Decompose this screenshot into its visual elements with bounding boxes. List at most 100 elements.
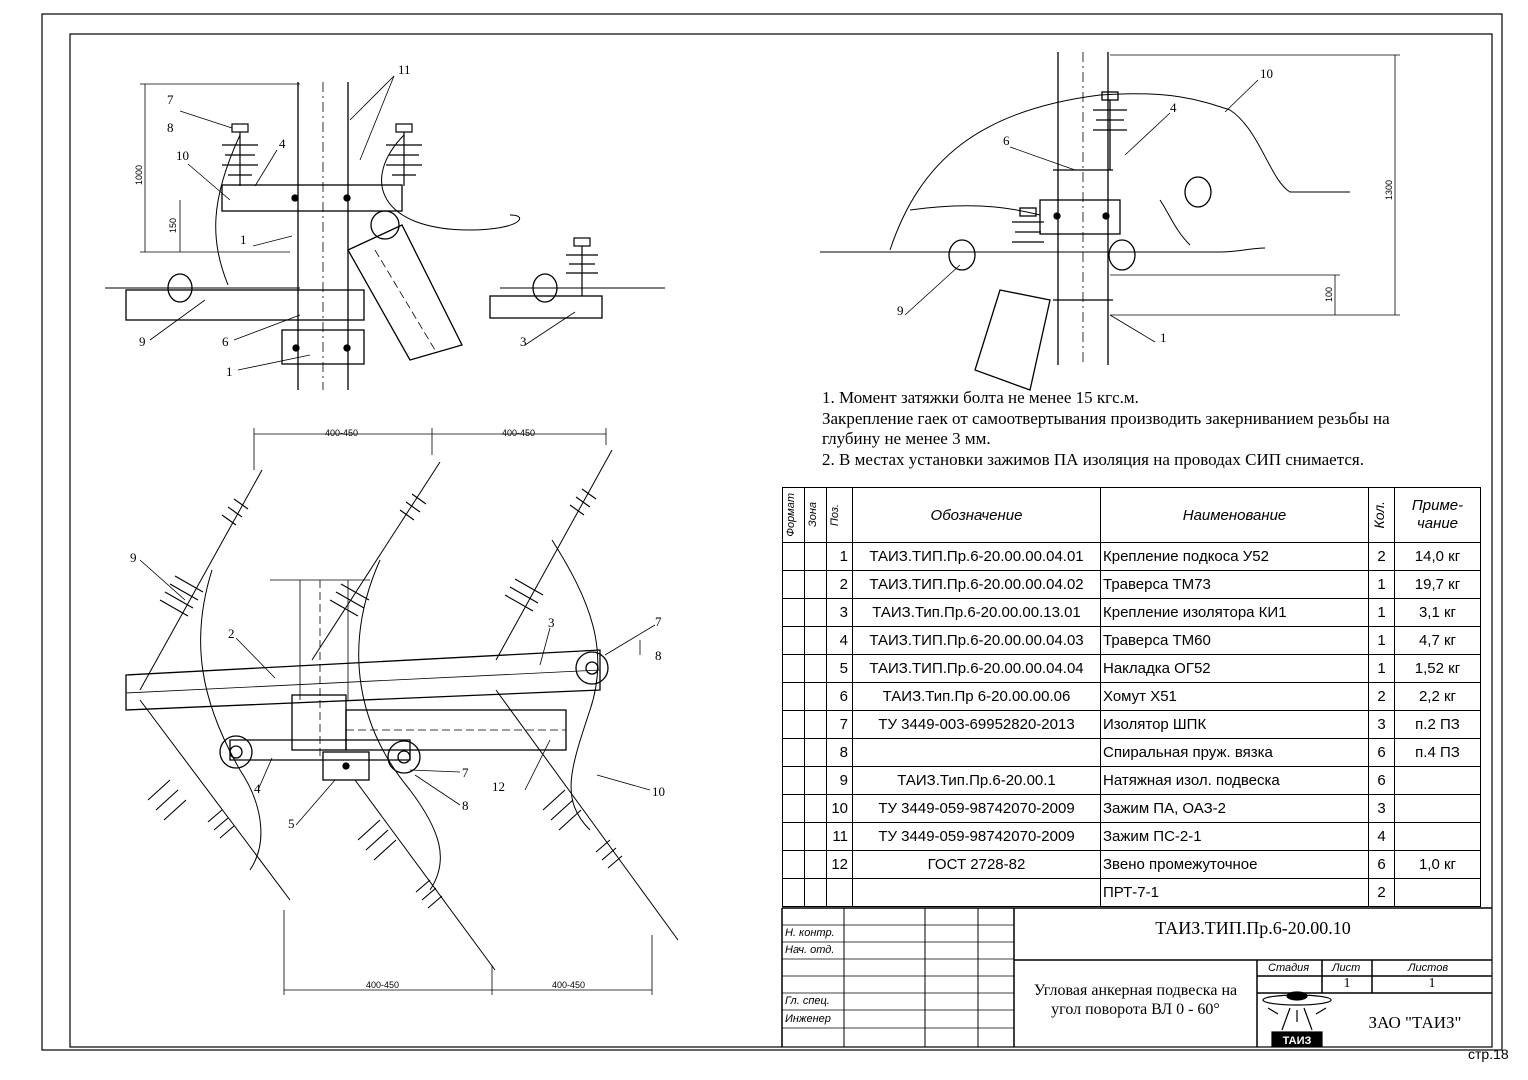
cell-zone [804, 626, 827, 655]
cell-pos: 2 [826, 570, 853, 599]
cell-pos: 10 [826, 794, 853, 823]
cell-name: Зажим ПА, ОАЗ-2 [1100, 794, 1369, 823]
bottom-plan-view [125, 428, 679, 995]
cell-qty: 1 [1368, 570, 1395, 599]
header-name: Наименование [1100, 487, 1369, 543]
top-left-labels: 7 8 10 4 11 1 9 6 3 1 1000 150 [134, 62, 527, 379]
callout-1: 1 [240, 232, 247, 247]
cell-format [782, 850, 805, 879]
top-left-view [105, 75, 665, 390]
callout-8-b2: 8 [462, 798, 469, 813]
role-nach-otd: Нач. отд. [785, 944, 835, 956]
cell-zone [804, 766, 827, 795]
cell-pos: 7 [826, 710, 853, 739]
callout-1-tr: 1 [1160, 330, 1167, 345]
company-name: ЗАО "ТАИЗ" [1368, 1013, 1462, 1032]
dim-top-right: 400-450 [502, 428, 535, 438]
note-line-4: 2. В местах установки зажимов ПА изоляци… [822, 449, 1364, 469]
cell-zone [804, 570, 827, 599]
cell-note [1394, 822, 1481, 851]
cell-qty: 2 [1368, 878, 1395, 907]
callout-4-tr: 4 [1170, 100, 1177, 115]
cell-designation: ГОСТ 2728-82 [852, 850, 1101, 879]
cell-note: 1,0 кг [1394, 850, 1481, 879]
sheet-value: 1 [1343, 976, 1351, 991]
cell-note [1394, 794, 1481, 823]
callout-6-tr: 6 [1003, 133, 1010, 148]
cell-note [1394, 878, 1481, 907]
cell-name: Звено промежуточное [1100, 850, 1369, 879]
header-note: Приме- чание [1394, 487, 1481, 543]
cell-name: Зажим ПС-2-1 [1100, 822, 1369, 851]
cell-zone [804, 598, 827, 627]
header-zone: Зона [804, 487, 827, 543]
cell-zone [804, 654, 827, 683]
cell-format [782, 570, 805, 599]
cell-format [782, 794, 805, 823]
dim-100: 100 [1324, 287, 1334, 302]
cell-format [782, 878, 805, 907]
callout-12-b: 12 [492, 779, 505, 794]
callout-5-b: 5 [288, 816, 295, 831]
cell-note: 3,1 кг [1394, 598, 1481, 627]
callout-4: 4 [279, 136, 286, 151]
cell-name: ПРТ-7-1 [1100, 878, 1369, 907]
cell-designation [852, 738, 1101, 767]
cell-note: 19,7 кг [1394, 570, 1481, 599]
callout-7-b: 7 [655, 614, 662, 629]
cell-designation: ТУ 3449-059-98742070-2009 [852, 794, 1101, 823]
cell-qty: 3 [1368, 794, 1395, 823]
cell-qty: 1 [1368, 598, 1395, 627]
cell-qty: 4 [1368, 822, 1395, 851]
cell-format [782, 682, 805, 711]
cell-qty: 1 [1368, 626, 1395, 655]
cell-name: Крепление подкоса У52 [1100, 542, 1369, 571]
cell-note: п.2 ПЗ [1394, 710, 1481, 739]
cell-pos: 4 [826, 626, 853, 655]
note-line-1: 1. Момент затяжки болта не менее 15 кгс.… [822, 388, 1139, 407]
dim-150: 150 [168, 218, 178, 233]
cell-qty: 6 [1368, 738, 1395, 767]
cell-designation: ТАИЗ.Тип.Пр 6-20.00.00.06 [852, 682, 1101, 711]
specification-table: Формат Зона Поз. Обозначение Наименовани… [782, 487, 1481, 907]
cell-designation: ТАИЗ.Тип.Пр.6-20.00.00.13.01 [852, 598, 1101, 627]
cell-format [782, 738, 805, 767]
callout-10: 10 [176, 148, 189, 163]
inner-frame [69, 33, 1493, 1048]
callout-7-b2: 7 [462, 765, 469, 780]
cell-zone [804, 710, 827, 739]
callout-3-b: 3 [548, 615, 555, 630]
title-line-1: Угловая анкерная подвеска на [1033, 982, 1238, 999]
cell-pos: 9 [826, 766, 853, 795]
cell-zone [804, 542, 827, 571]
dim-1300: 1300 [1384, 180, 1394, 200]
callout-9-b: 9 [130, 550, 137, 565]
cell-designation: ТАИЗ.ТИП.Пр.6-20.00.00.04.02 [852, 570, 1101, 599]
callout-4-b: 4 [254, 781, 261, 796]
cell-designation: ТАИЗ.ТИП.Пр.6-20.00.00.04.01 [852, 542, 1101, 571]
cell-name: Накладка ОГ52 [1100, 654, 1369, 683]
stage-label: Стадия [1268, 962, 1310, 974]
callout-8-b: 8 [655, 648, 662, 663]
cell-pos: 6 [826, 682, 853, 711]
cell-name: Траверса ТМ73 [1100, 570, 1369, 599]
cell-format [782, 626, 805, 655]
cell-pos: 1 [826, 542, 853, 571]
cell-zone [804, 878, 827, 907]
cell-qty: 6 [1368, 766, 1395, 795]
cell-format [782, 598, 805, 627]
cell-note [1394, 766, 1481, 795]
cell-name: Хомут Х51 [1100, 682, 1369, 711]
cell-zone [804, 822, 827, 851]
spec-header-row: Формат Зона Поз. Обозначение Наименовани… [782, 487, 1481, 543]
cell-designation [852, 878, 1101, 907]
logo-text: ТАИЗ [1283, 1035, 1312, 1047]
cell-name: Траверса ТМ60 [1100, 626, 1369, 655]
cell-qty: 2 [1368, 542, 1395, 571]
